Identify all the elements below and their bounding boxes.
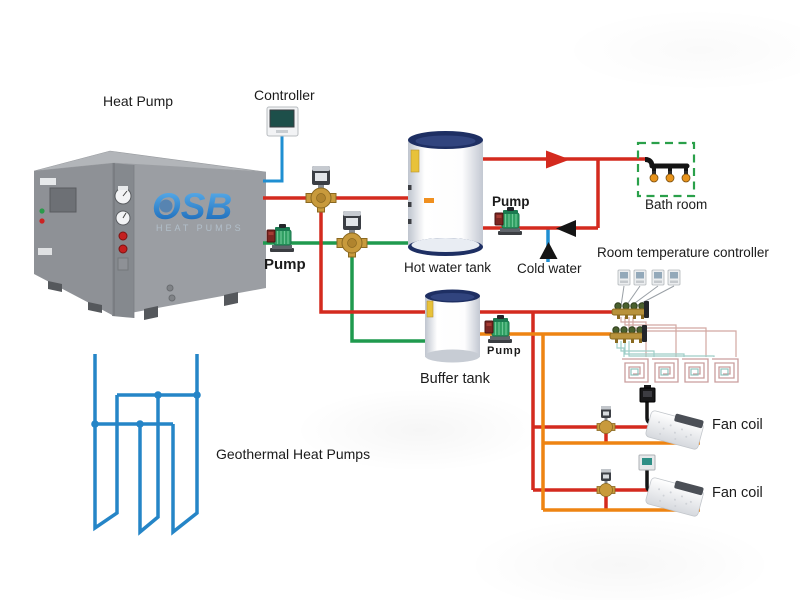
- controller-cable: [263, 134, 284, 183]
- room-thermostat-3: [651, 269, 665, 286]
- floor-coil-4: [711, 358, 739, 383]
- heat-pump-label: Heat Pump: [103, 93, 174, 109]
- room-thermostat-1: [617, 269, 631, 286]
- heat-pump-unit: OSB HEAT PUMPS: [33, 150, 267, 320]
- floor-return-lines: [616, 341, 715, 357]
- pump-label-source: Pump: [264, 256, 306, 273]
- osb-logo: OSB HEAT PUMPS: [152, 186, 244, 233]
- pump-label-hot-water: Pump: [492, 194, 530, 209]
- heat-pump-left-face: [34, 163, 114, 316]
- fan-coil-valve-1: [596, 405, 616, 434]
- floor-coil-1: [621, 358, 649, 383]
- name-plate: [38, 248, 52, 255]
- buffer-tank-label: Buffer tank: [420, 371, 490, 387]
- buffer-tank: [425, 289, 480, 363]
- tank-orange-label: [424, 198, 434, 203]
- heat-pump-vent: [49, 187, 77, 213]
- shower-heads: [644, 157, 691, 183]
- motorized-valve-source: [336, 210, 368, 258]
- circulation-pump-buffer: [484, 314, 513, 344]
- controller-label: Controller: [254, 87, 315, 103]
- hot-water-tank: [408, 131, 483, 256]
- red-button-2: [118, 244, 128, 254]
- pump-label-buffer: Pump: [487, 345, 522, 357]
- floor-coil-3: [681, 358, 709, 383]
- heat-pump-feet: [48, 281, 238, 320]
- water-drop-icon: [159, 199, 173, 213]
- red-indicator: [39, 218, 45, 224]
- fan-coil-label-2: Fan coil: [712, 485, 763, 501]
- room-thermostat-2: [633, 269, 647, 286]
- manifold-supply: [611, 300, 650, 320]
- controller-device: [266, 106, 299, 137]
- bath-room-label: Bath room: [645, 197, 708, 212]
- green-indicator: [39, 208, 45, 214]
- fan-coil-valve-2: [596, 468, 616, 497]
- geothermal-label: Geothermal Heat Pumps: [216, 446, 371, 462]
- room-thermostat-4: [667, 269, 681, 286]
- tank-sticker: [410, 149, 420, 173]
- fan-coil-label-1: Fan coil: [712, 417, 763, 433]
- controller-screen: [269, 109, 295, 128]
- cold-water-arrow-icon: [539, 242, 558, 259]
- flow-arrow-left-icon: [556, 220, 576, 237]
- floor-coil-2: [651, 358, 679, 383]
- heat-pump-label-plate: [40, 178, 56, 185]
- bath-room-zone: [636, 141, 696, 198]
- motorized-valve-hot: [305, 165, 337, 213]
- room-temperature-controller-label: Room temperature controller: [597, 245, 769, 260]
- cold-water-label: Cold water: [517, 261, 582, 276]
- bath-room-outline: [636, 141, 696, 198]
- osb-tagline-text: HEAT PUMPS: [156, 223, 244, 233]
- flow-arrow-right-icon: [546, 150, 570, 169]
- geothermal-loop: [91, 354, 201, 536]
- circulation-pump-source: [266, 223, 295, 253]
- circulation-pump-hot-water: [494, 206, 523, 236]
- heat-pump-front-face: [114, 163, 266, 316]
- red-button-1: [118, 231, 128, 241]
- hot-water-tank-label: Hot water tank: [404, 260, 492, 275]
